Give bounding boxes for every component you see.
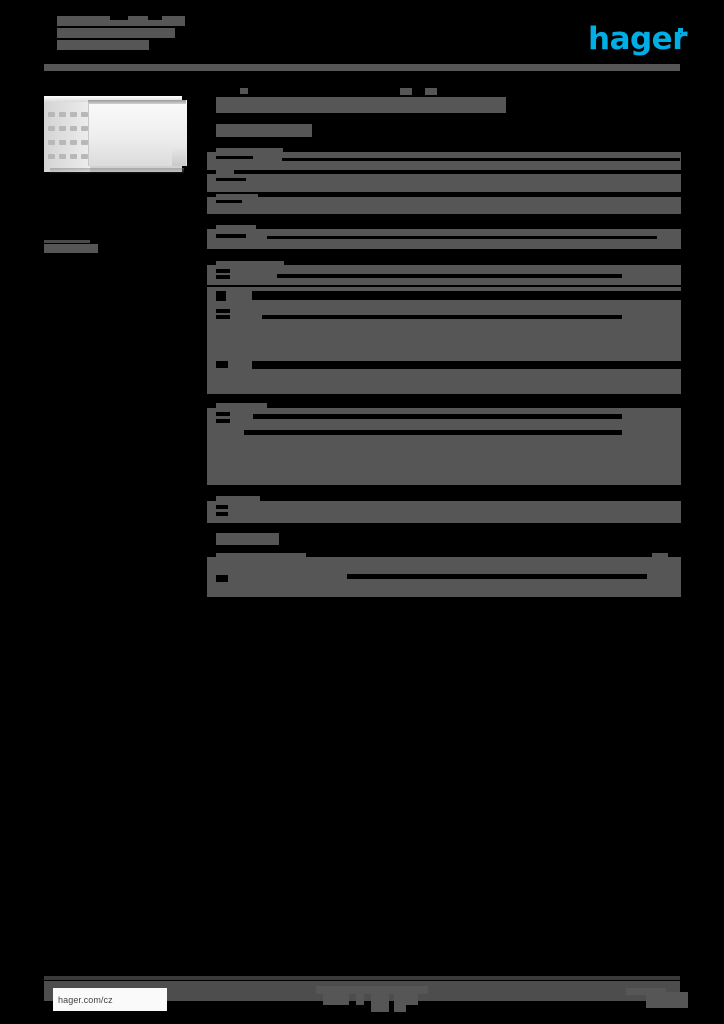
table-row xyxy=(207,174,681,192)
row-text-gap xyxy=(216,234,246,238)
spec-table-block-2 xyxy=(207,225,681,252)
spec-table-block-3 xyxy=(207,261,681,394)
footer-center-text xyxy=(316,986,428,1012)
document-title-line-3 xyxy=(57,40,149,50)
row-text-gap xyxy=(216,178,246,181)
footer-url-box[interactable]: hager.com/cz xyxy=(53,988,167,1011)
row-text-gap xyxy=(216,575,228,582)
table-row xyxy=(207,583,681,597)
duct-slot-row xyxy=(48,126,92,133)
row-value-ascender xyxy=(652,553,668,558)
spec-table-block-4 xyxy=(207,403,681,487)
row-key-ascender xyxy=(216,496,260,502)
row-text-gap xyxy=(216,315,230,319)
row-text-gap xyxy=(216,412,230,416)
row-key-ascender xyxy=(216,170,234,176)
row-leader-gap xyxy=(262,315,622,319)
footer-right-line-2 xyxy=(646,992,688,1008)
row-leader-gap xyxy=(253,414,622,419)
page-title-ascender-1 xyxy=(240,88,248,94)
footer-right-line-1 xyxy=(626,988,666,995)
footer-url-text: hager.com/cz xyxy=(58,994,113,1005)
footer-center-line-2d xyxy=(394,994,418,1005)
page-header: hager xyxy=(0,0,724,71)
spec-table-block-6 xyxy=(207,553,681,599)
footer-center-line-2b xyxy=(356,994,364,1005)
row-leader-gap xyxy=(267,236,657,239)
row-text-gap xyxy=(216,156,253,159)
duct-slot-row xyxy=(48,154,92,161)
table-row xyxy=(207,325,681,347)
row-key-ascender xyxy=(216,225,256,230)
table-row xyxy=(207,375,681,394)
row-text-gap xyxy=(216,505,228,509)
row-leader-gap xyxy=(347,574,647,579)
footer-divider xyxy=(44,976,680,980)
row-leader-gap xyxy=(252,361,681,369)
page-title-ascender-3 xyxy=(425,88,437,95)
row-text-gap xyxy=(216,269,230,273)
row-key-ascender xyxy=(216,194,258,199)
row-leader-gap xyxy=(282,158,680,161)
title-mask-notch-1 xyxy=(110,16,128,20)
footer-center-line-3 xyxy=(394,1005,406,1012)
row-leader-gap xyxy=(277,274,622,278)
hager-logo-dot xyxy=(678,28,683,33)
duct-end-cap xyxy=(172,148,186,166)
hager-logo-text: hager xyxy=(588,21,688,57)
footer-center-line-2c xyxy=(371,994,389,1012)
left-column xyxy=(44,88,199,180)
product-caption xyxy=(44,240,104,253)
product-shadow xyxy=(50,168,184,174)
product-image xyxy=(44,88,196,180)
table-row xyxy=(207,501,681,523)
row-text-gap xyxy=(216,361,228,368)
section-subheading-2-text xyxy=(216,533,279,545)
table-row xyxy=(207,229,681,249)
duct-lid-edge xyxy=(88,100,186,104)
section-subheading-2 xyxy=(207,533,681,549)
section-subheading xyxy=(207,124,681,141)
product-caption-line-2 xyxy=(44,244,98,253)
row-key-ascender xyxy=(216,261,284,266)
table-row xyxy=(207,197,681,214)
product-caption-line-1 xyxy=(44,240,90,243)
footer-right-text xyxy=(626,988,688,1010)
row-text-gap xyxy=(216,291,226,301)
page-title-ascender-2 xyxy=(400,88,412,95)
row-text-gap xyxy=(216,512,228,516)
table-row xyxy=(207,557,681,583)
row-leader-gap xyxy=(252,291,681,300)
spec-table-block-1 xyxy=(207,148,681,216)
duct-lid-shape xyxy=(88,100,187,166)
footer-center-line-1 xyxy=(316,986,428,994)
row-text-gap xyxy=(216,419,230,423)
row-text-gap xyxy=(216,309,230,313)
main-column xyxy=(207,88,681,608)
row-leader-gap xyxy=(244,430,622,435)
row-text-gap xyxy=(216,275,230,279)
duct-top-edge xyxy=(44,96,182,102)
row-key-ascender xyxy=(216,148,283,152)
spec-table-block-5 xyxy=(207,496,681,524)
duct-slot-row xyxy=(48,112,92,119)
table-row-multiline xyxy=(207,445,681,485)
row-text-gap xyxy=(216,200,242,203)
document-title-line-1 xyxy=(57,16,185,26)
document-title-block xyxy=(57,16,187,62)
row-key-ascender xyxy=(216,403,267,409)
table-row xyxy=(207,152,681,170)
document-title-line-2 xyxy=(57,28,175,38)
title-mask-notch-2 xyxy=(148,16,162,20)
duct-side-shape xyxy=(44,96,90,172)
duct-slot-row xyxy=(48,140,92,147)
page-title xyxy=(207,88,681,114)
page-title-text xyxy=(216,97,506,113)
header-divider xyxy=(44,64,680,71)
hager-logo: hager xyxy=(588,24,688,55)
section-subheading-text xyxy=(216,124,312,137)
duct-slot-grid xyxy=(48,106,90,164)
footer-center-line-2a xyxy=(323,994,349,1005)
row-key-ascender xyxy=(216,553,306,559)
